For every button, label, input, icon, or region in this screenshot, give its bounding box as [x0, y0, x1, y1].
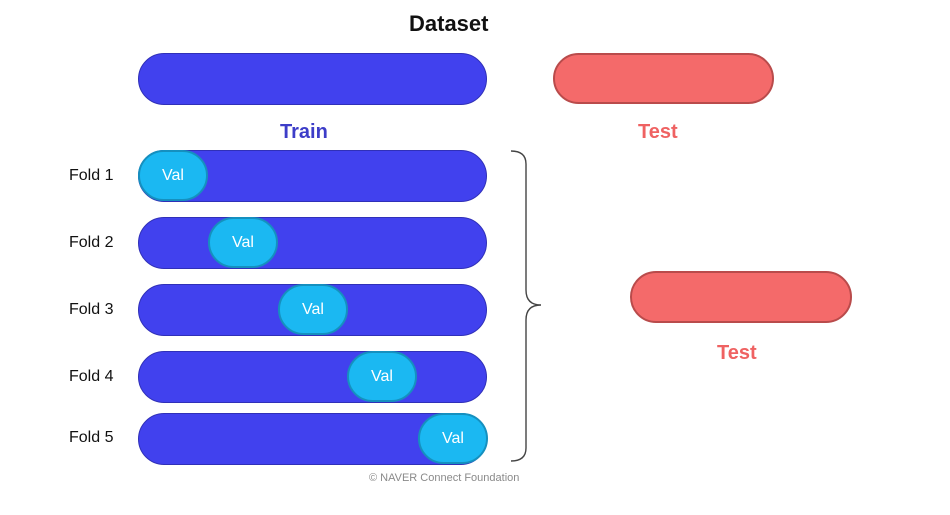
fold-label: Fold 1 — [69, 167, 114, 184]
train-label: Train — [280, 121, 328, 143]
fold-train-bar: Val — [138, 150, 487, 202]
fold-train-bar: Val — [138, 284, 487, 336]
brace-path — [510, 150, 542, 462]
dataset-test-bar — [553, 53, 774, 104]
test-label-top: Test — [638, 121, 678, 143]
diagram-title: Dataset — [409, 11, 489, 36]
fold-group-brace — [510, 150, 542, 462]
val-pill: Val — [278, 284, 348, 335]
credit-text: © NAVER Connect Foundation — [369, 472, 520, 484]
test-label-right: Test — [717, 342, 757, 364]
fold-train-bar: Val — [138, 351, 487, 403]
fold-label: Fold 5 — [69, 429, 114, 446]
fold-label: Fold 4 — [69, 368, 114, 385]
final-test-bar — [630, 271, 852, 323]
dataset-train-bar — [138, 53, 487, 105]
val-pill: Val — [138, 150, 208, 201]
fold-label: Fold 3 — [69, 301, 114, 318]
fold-train-bar: Val — [138, 413, 488, 465]
fold-train-bar: Val — [138, 217, 487, 269]
val-pill: Val — [208, 217, 278, 268]
val-pill: Val — [347, 351, 417, 402]
val-pill: Val — [418, 413, 488, 464]
fold-label: Fold 2 — [69, 234, 114, 251]
